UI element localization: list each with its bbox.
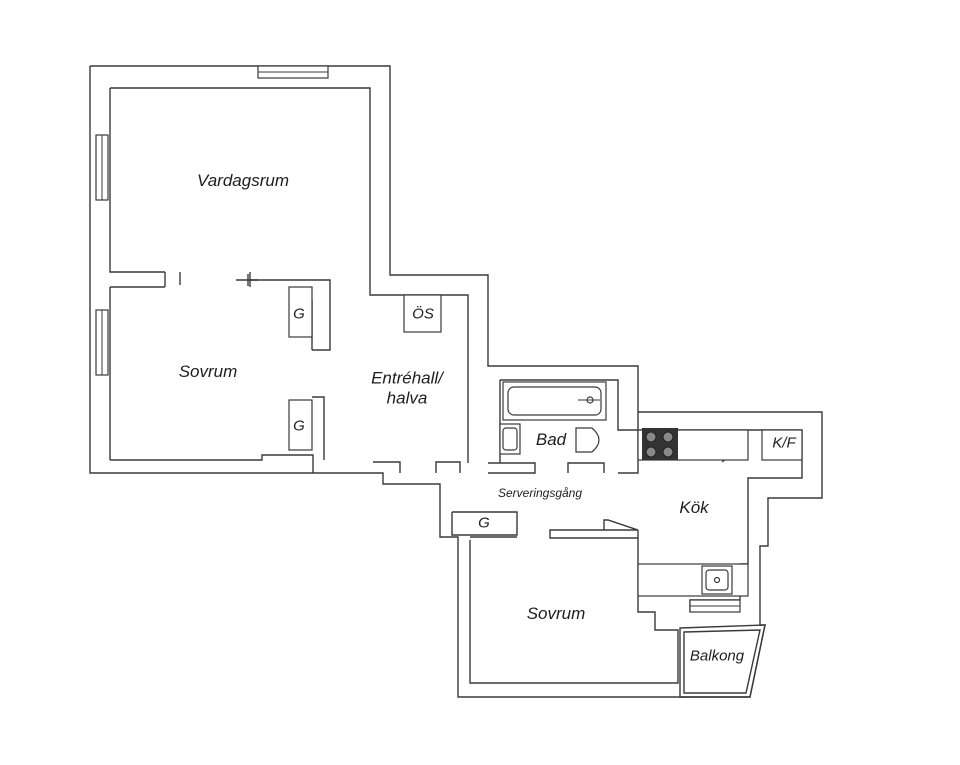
coat-closet-box — [403, 294, 442, 333]
bath-bottom-wall — [488, 462, 536, 474]
coat-closet-label: ÖS — [412, 305, 434, 323]
room-label-kitchen: Kök — [679, 498, 709, 518]
bathtub-inner — [507, 386, 602, 416]
toilet — [575, 427, 600, 453]
partition-closet-bottom — [312, 396, 325, 460]
room-label-entry-line1: Entréhall/ — [371, 368, 443, 388]
partitions — [164, 272, 741, 539]
room-label-entry-hall: Entréhall/ halva — [371, 368, 443, 407]
closet-2-box — [288, 399, 313, 451]
inner-wall-bedroom2 — [469, 530, 679, 684]
closet-label-2: G — [293, 417, 305, 435]
closets — [288, 286, 803, 461]
inner-wall-bottom-bedroom1 — [110, 454, 314, 473]
inner-wall-outline-top — [110, 87, 469, 463]
room-label-living-room: Vardagsrum — [197, 171, 289, 191]
windows — [95, 65, 741, 613]
kitchen-left-wall — [618, 412, 639, 474]
room-label-entry-line2: halva — [386, 388, 428, 407]
kitchen-fixtures — [637, 428, 749, 597]
room-label-bedroom-2: Sovrum — [526, 604, 586, 624]
balcony-outline — [679, 624, 766, 698]
sink-basin — [502, 427, 518, 451]
balcony-inner — [683, 629, 761, 694]
doors — [179, 272, 258, 286]
corridor-closet-wall — [451, 511, 518, 536]
entry-bottom-wall-2 — [435, 461, 461, 473]
closet-label-1: G — [293, 305, 305, 323]
room-label-balcony: Balkong — [689, 647, 745, 665]
inner-wall-left — [109, 88, 165, 273]
bedroom2-top-wall-right — [549, 519, 639, 539]
bathroom-fixtures — [499, 381, 607, 455]
balcony — [679, 624, 766, 698]
room-label-serving-corridor: Serveringsgång — [497, 486, 583, 501]
entry-bottom-wall — [373, 461, 401, 473]
bath-bottom-wall-2 — [567, 462, 605, 473]
room-label-bath: Bad — [535, 430, 567, 450]
fridge-freezer-label: K/F — [772, 434, 796, 452]
partition-living-bedroom — [250, 279, 331, 351]
closet-1-box — [288, 286, 313, 338]
room-label-bedroom-1: Sovrum — [178, 362, 238, 382]
fridge-box — [761, 429, 803, 461]
closet-label-3: G — [478, 514, 490, 532]
